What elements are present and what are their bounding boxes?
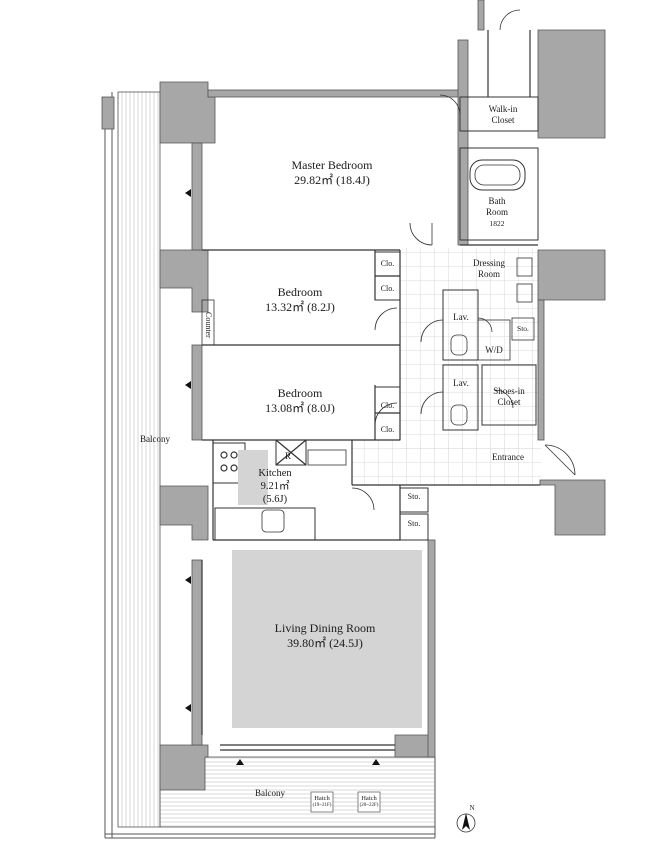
shoes-in-closet-label: Shoes-in Closet: [493, 386, 525, 408]
kitchen-label: Kitchen 9.21㎡ (5.6J): [258, 468, 292, 506]
entrance-label: Entrance: [492, 452, 524, 462]
hatch-2-label: Hatch (20~22F): [359, 795, 379, 809]
lav-1-label: Lav.: [453, 312, 469, 322]
balcony-bottom-label: Balcony: [255, 788, 285, 798]
living-rug: [232, 550, 422, 728]
closet-1-label: Clo.: [380, 259, 395, 268]
compass-icon: [456, 813, 476, 833]
lav-2-label: Lav.: [453, 378, 469, 388]
walk-in-closet-label: Walk-in Closet: [488, 104, 518, 126]
washer-dryer-label: W/D: [485, 345, 503, 355]
bedroom-2-label: Bedroom 13.08㎡ (8.0J): [265, 386, 335, 415]
storage-2-label: Sto.: [407, 519, 421, 528]
fridge-mark: R: [284, 451, 291, 461]
closet-2-label: Clo.: [380, 284, 395, 293]
living-dining-label: Living Dining Room 39.80㎡ (24.5J): [274, 621, 376, 650]
bath-room-label: Bath Room 1822: [485, 196, 508, 228]
closet-4-label: Clo.: [380, 425, 395, 434]
hatch-1-label: Hatch (19~21F): [312, 795, 332, 809]
compass-label: N: [469, 804, 475, 812]
bedroom-1-label: Bedroom 13.32㎡ (8.2J): [265, 285, 335, 314]
balcony-side-label: Balcony: [140, 434, 170, 444]
closet-3-label: Clo.: [380, 401, 395, 410]
counter-label: Counter: [204, 312, 213, 338]
dressing-room-label: Dressing Room: [473, 258, 505, 280]
storage-1-label: Sto.: [407, 492, 421, 501]
sto-wd-label: Sto.: [517, 324, 529, 333]
balcony-side-area: [101, 91, 161, 838]
balcony-bottom-area: [105, 756, 436, 839]
master-bedroom-label: Master Bedroom 29.82㎡ (18.4J): [291, 158, 373, 187]
